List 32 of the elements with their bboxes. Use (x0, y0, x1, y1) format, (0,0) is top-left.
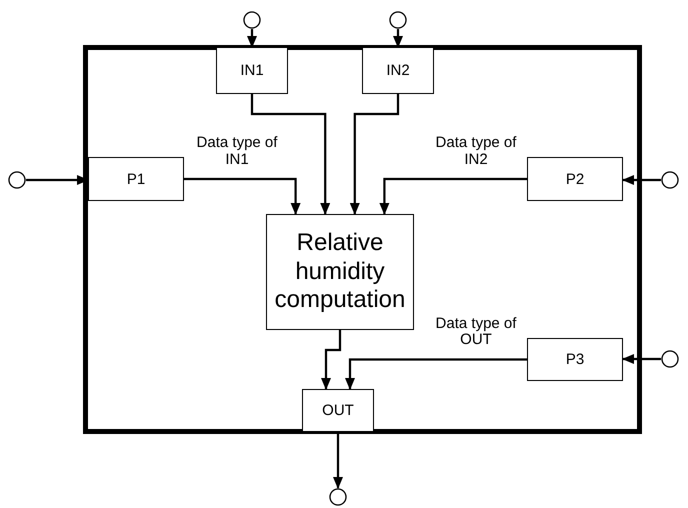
port-box (527, 157, 623, 201)
port-box (302, 389, 374, 432)
terminal-circle (389, 11, 407, 29)
port-label: OUT (322, 402, 354, 419)
port-label: IN1 (240, 62, 264, 79)
port-label: P2 (566, 170, 584, 188)
terminal-circle (661, 171, 679, 189)
arrow (622, 354, 661, 364)
arrow (379, 178, 527, 215)
arrow (250, 94, 330, 215)
port-box (527, 338, 623, 381)
terminal-circle (329, 488, 347, 506)
port-label: P1 (126, 170, 146, 188)
arrow (184, 178, 301, 215)
arrow (247, 29, 257, 48)
terminal-circle (243, 11, 261, 29)
terminal-circle (661, 350, 679, 368)
port-box (216, 47, 288, 94)
process-label: Relative humidity computation (274, 228, 406, 316)
terminal-circle (8, 171, 26, 189)
arrow (622, 175, 661, 185)
process-box (266, 214, 414, 330)
arrow (333, 432, 343, 489)
port-label: P3 (566, 351, 584, 368)
arrow (321, 330, 342, 390)
arrow (393, 29, 403, 48)
arrow (345, 358, 527, 390)
block-frame (83, 45, 642, 434)
port-box (362, 47, 434, 94)
arrow (350, 94, 400, 215)
port-label: IN2 (386, 62, 410, 79)
port-box (88, 157, 184, 201)
